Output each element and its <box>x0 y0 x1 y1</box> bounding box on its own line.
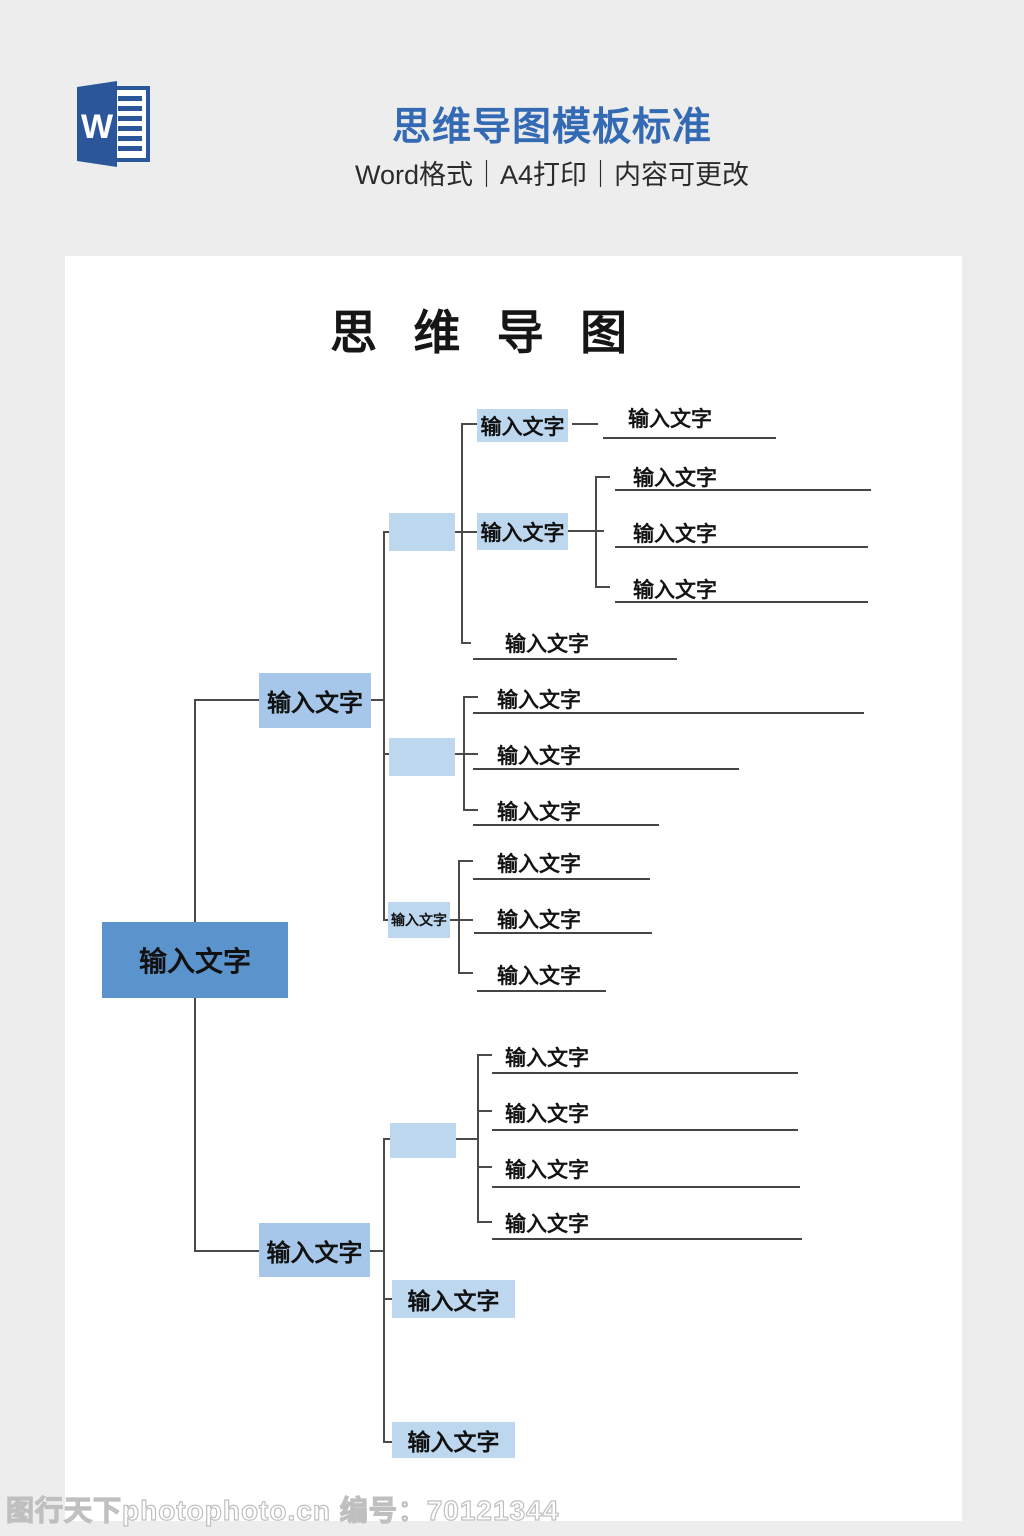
leaf-label: 输入文字 <box>633 465 717 490</box>
subnode: 输入文字 <box>392 1280 515 1318</box>
connector-line <box>477 1055 479 1222</box>
connector-line <box>383 531 390 533</box>
leaf-underline <box>473 768 739 770</box>
leaf-underline <box>603 437 776 439</box>
leaf-label: 输入文字 <box>497 907 581 932</box>
connector-line <box>383 753 390 755</box>
empty-subnode <box>390 1123 456 1158</box>
connector-line <box>370 1250 383 1252</box>
connector-line <box>383 532 385 920</box>
leaf-underline <box>474 932 652 934</box>
connector-line <box>477 1166 492 1168</box>
connector-line <box>463 696 478 698</box>
word-icon-letter: W <box>81 108 114 146</box>
leaf-label: 输入文字 <box>497 799 581 824</box>
connector-line <box>463 809 478 811</box>
connector-line <box>458 972 473 974</box>
connector-line <box>194 699 259 701</box>
connector-line <box>595 476 610 478</box>
connector-line <box>458 861 460 973</box>
connector-line <box>456 1138 477 1140</box>
leaf-label: 输入文字 <box>505 1211 589 1236</box>
connector-line <box>383 1139 385 1442</box>
leaf-underline <box>477 990 606 992</box>
leaf-underline <box>615 546 868 548</box>
leaf-underline <box>492 1129 798 1131</box>
leaf-label: 输入文字 <box>633 521 717 546</box>
connector-line <box>458 860 473 862</box>
leaf-underline <box>473 878 650 880</box>
connector-line <box>477 1110 492 1112</box>
watermark-text: 图行天下photophoto.cn 编号：70121344 <box>5 1494 560 1526</box>
leaf-underline <box>492 1238 802 1240</box>
connector-line <box>383 919 389 921</box>
leaf-label: 输入文字 <box>628 406 712 431</box>
connector-line <box>572 423 598 425</box>
leaf-label: 输入文字 <box>497 963 581 988</box>
connector-line <box>477 1221 492 1223</box>
leaf-underline <box>615 601 868 603</box>
template-title: 思维导图模板标准 <box>391 106 712 149</box>
subnode: 输入文字 <box>477 409 568 442</box>
connector-line <box>595 586 610 588</box>
connector-line <box>194 998 196 1251</box>
root-node: 输入文字 <box>102 922 288 998</box>
connector-line <box>595 477 597 587</box>
leaf-underline <box>473 658 677 660</box>
leaf-label: 输入文字 <box>505 631 589 656</box>
leaf-label: 输入文字 <box>497 851 581 876</box>
subnode: 输入文字 <box>477 513 568 550</box>
connector-line <box>383 1298 392 1300</box>
leaf-label: 输入文字 <box>497 743 581 768</box>
leaf-underline <box>473 824 659 826</box>
connector-line <box>477 1054 492 1056</box>
branch-node-bottom: 输入文字 <box>259 1223 370 1277</box>
connector-line <box>568 530 604 532</box>
branch-node-top: 输入文字 <box>259 673 371 728</box>
subnode: 输入文字 <box>392 1422 515 1458</box>
empty-subnode <box>389 513 455 551</box>
connector-line <box>383 1138 390 1140</box>
leaf-label: 输入文字 <box>505 1157 589 1182</box>
connector-line <box>383 1441 392 1443</box>
connector-line <box>194 1250 259 1252</box>
connector-line <box>461 642 471 644</box>
connector-line <box>194 700 196 922</box>
leaf-label: 输入文字 <box>497 687 581 712</box>
connector-line <box>455 753 478 755</box>
connector-line <box>371 699 383 701</box>
leaf-label: 输入文字 <box>505 1101 589 1126</box>
document-page <box>65 256 962 1521</box>
connector-line <box>461 423 477 425</box>
subnode-small: 输入文字 <box>388 902 450 938</box>
leaf-label: 输入文字 <box>505 1045 589 1070</box>
leaf-underline <box>615 489 871 491</box>
leaf-label: 输入文字 <box>633 577 717 602</box>
leaf-underline <box>473 712 864 714</box>
connector-line <box>455 531 477 533</box>
empty-subnode <box>389 738 455 776</box>
word-document-icon: W <box>77 81 150 167</box>
leaf-underline <box>492 1072 798 1074</box>
template-subtitle: Word格式｜A4打印｜内容可更改 <box>354 160 750 190</box>
leaf-underline <box>492 1186 800 1188</box>
mindmap-title: 思 维 导 图 <box>330 306 638 361</box>
connector-line <box>461 424 463 643</box>
connector-line <box>450 919 473 921</box>
